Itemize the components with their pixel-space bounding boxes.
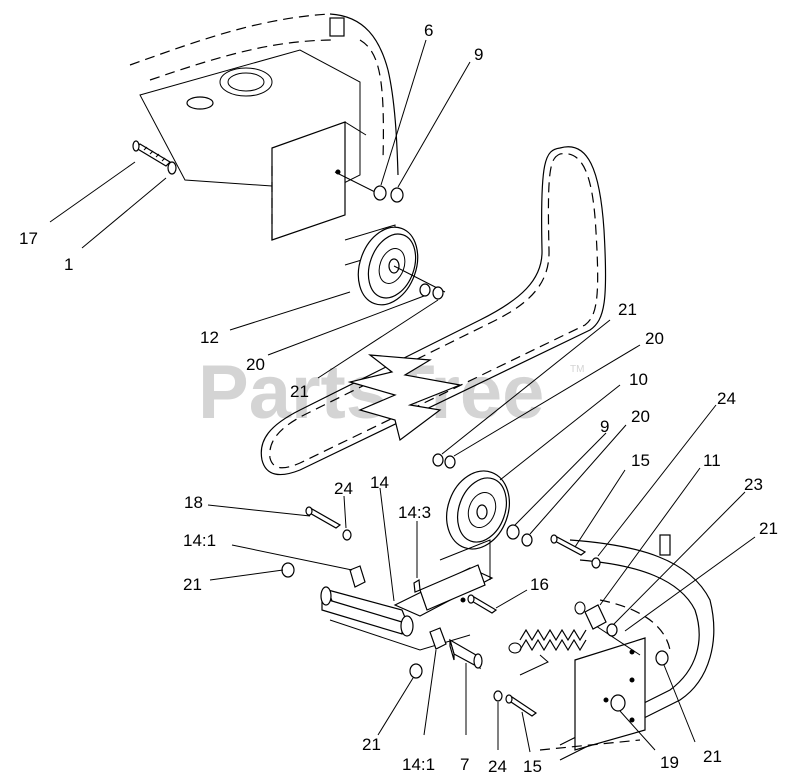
callout-24-left: 24 [334,479,353,498]
callout-19: 19 [660,753,679,772]
pulley-10 [446,470,510,550]
nut-21-lower-left [281,562,295,578]
leader-lines [49,39,756,753]
callout-9-top: 9 [474,45,483,64]
callout-7: 7 [460,755,469,774]
callout-21-bottom-right: 21 [703,747,722,766]
callout-21-lower-left: 21 [183,575,202,594]
washer-1 [167,161,177,175]
callout-1: 1 [64,255,73,274]
bolt-17 [132,140,171,167]
bolt-15-bottom [505,694,538,717]
bolt-15-right [550,534,587,556]
washer-20-right [521,533,533,547]
spacer-23 [606,623,618,637]
callout-14-1-bottom: 14:1 [402,755,435,774]
callout-6: 6 [424,21,433,40]
bushing-14-1-upper [349,565,366,588]
spacer-tube-7 [449,638,483,670]
upper-frame [129,13,399,241]
spacer-9-mid [506,524,520,540]
bolt-18 [305,506,342,529]
nut-21-bottom [409,663,423,679]
callout-21-left: 21 [290,382,309,401]
callout-14-1-left: 14:1 [183,531,216,550]
callout-14-3: 14:3 [398,503,431,522]
bushing-14-1-lower [429,627,447,650]
callout-20-mid: 20 [645,329,664,348]
washer-20-mid [444,455,456,469]
callout-labels: 17 1 6 9 12 20 21 21 20 10 24 9 20 15 11… [19,21,778,776]
drive-belt [260,146,607,476]
callout-16: 16 [530,575,549,594]
bushing-11 [584,604,607,630]
callout-21-right: 21 [759,519,778,538]
idler-arm [320,539,494,651]
extension-spring [508,601,587,676]
bolt-16 [467,594,498,614]
callout-9-mid: 9 [600,417,609,436]
nut-21-left [432,286,444,300]
spacer-6 [373,185,387,201]
callout-12: 12 [200,328,219,347]
callout-14: 14 [370,473,389,492]
grease-fitting-14-3 [413,578,421,593]
callout-21-bottom: 21 [362,735,381,754]
watermark: PartsTree TM [198,350,584,435]
washer-24-bottom [493,690,503,702]
nut-9-upper [390,187,404,203]
nut-21-mid [432,453,444,467]
watermark-trademark: TM [570,364,584,375]
pulley-12 [344,224,446,306]
callout-23: 23 [744,475,763,494]
callout-15-bottom: 15 [523,757,542,776]
callout-11: 11 [703,451,721,470]
washer-20-left [419,283,431,297]
callout-24-bottom: 24 [488,757,507,776]
washer-24-left [342,529,352,541]
callout-17: 17 [19,229,38,248]
callout-20-left: 20 [246,355,265,374]
lower-frame [539,534,715,761]
callout-21-mid: 21 [618,300,637,319]
watermark-text: PartsTree [198,350,544,435]
callout-24-right: 24 [717,389,736,408]
callout-15-right: 15 [631,451,650,470]
washer-24-right [591,557,601,569]
callout-20-right: 20 [631,407,650,426]
callout-10: 10 [629,370,648,389]
callout-18: 18 [184,493,203,512]
